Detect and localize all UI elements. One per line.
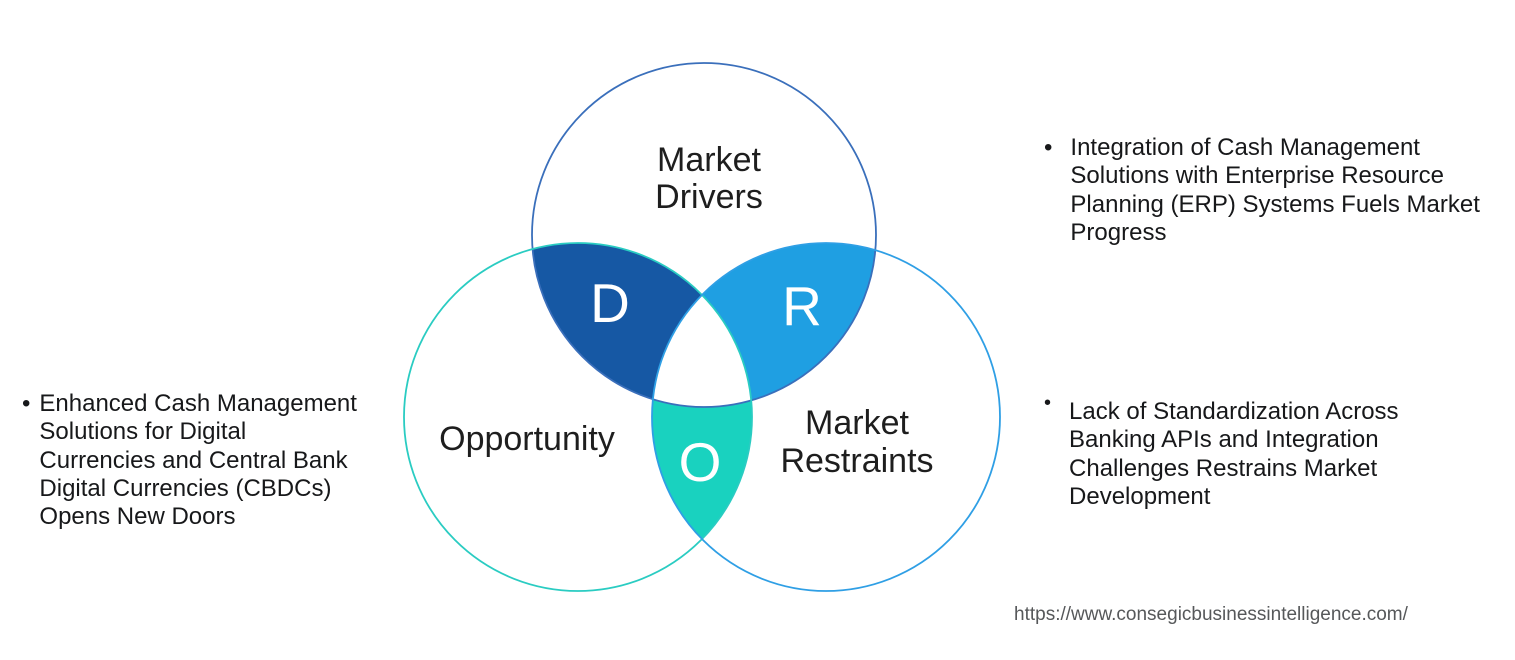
bullet-icon: • xyxy=(1044,392,1052,414)
restraint-note-text: Lack of Standardization Across Banking A… xyxy=(1069,398,1399,510)
bullet-icon: • xyxy=(22,390,31,417)
bullet-icon: • xyxy=(1044,134,1053,161)
drivers-circle xyxy=(531,62,877,408)
restraints-circle-label: Market Restraints xyxy=(780,404,934,480)
driver-note: • Integration of Cash Management Solutio… xyxy=(1044,134,1504,247)
drivers-restraints-overlap xyxy=(652,243,876,407)
opportunity-circle-label: Opportunity xyxy=(439,420,615,458)
driver-note-text: Integration of Cash Management Solutions… xyxy=(1070,134,1480,246)
drivers-circle-label: Market Drivers xyxy=(655,141,763,216)
restraints-circle xyxy=(651,242,1001,592)
restraint-note: • Lack of Standardization Across Banking… xyxy=(1044,392,1504,511)
opportunity-letter: O xyxy=(679,431,722,493)
opportunity-note-text: Enhanced Cash Management Solutions for D… xyxy=(39,390,357,531)
opportunity-circle xyxy=(403,242,753,592)
restraints-letter: R xyxy=(782,275,822,337)
source-url: https://www.consegicbusinessintelligence… xyxy=(1014,604,1408,625)
drivers-letter: D xyxy=(590,272,630,334)
drivers-opportunity-overlap xyxy=(532,243,752,407)
opportunity-note: • Enhanced Cash Management Solutions for… xyxy=(22,390,382,531)
